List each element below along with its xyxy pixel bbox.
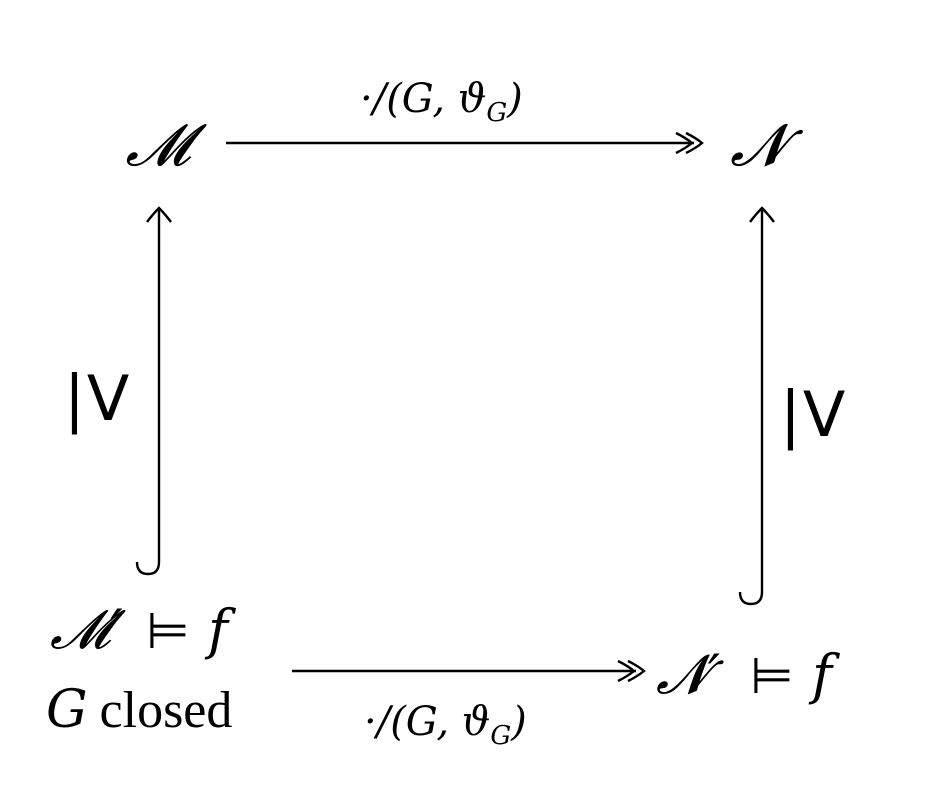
node-top-right: 𝓝 bbox=[730, 111, 803, 179]
node-bottom-left-structure: 𝓜′ bbox=[50, 598, 126, 661]
arrow-bottom bbox=[292, 659, 646, 683]
node-bottom-right-models: ⊨ bbox=[750, 647, 794, 705]
arrow-left bbox=[135, 206, 172, 576]
node-bottom-right-structure: 𝓝′ bbox=[656, 643, 724, 706]
arrow-bottom-label: ·/(G, ϑG) bbox=[364, 699, 527, 751]
node-bottom-left-note-text: closed bbox=[100, 682, 233, 739]
arrow-right-side-symbol: |V bbox=[780, 378, 845, 452]
node-bottom-right: 𝓝′ ⊨ f bbox=[656, 643, 840, 706]
node-bottom-left-note-var: G bbox=[46, 680, 88, 740]
node-bottom-left-formula: f bbox=[204, 598, 236, 661]
arrow-left-side-symbol: |V bbox=[64, 362, 129, 436]
node-top-left: 𝓜 bbox=[126, 111, 208, 179]
arrow-top bbox=[226, 131, 704, 155]
arrow-top-label: ·/(G, ϑG) bbox=[360, 76, 523, 128]
arrow-right bbox=[738, 206, 775, 606]
node-bottom-left-models: ⊨ bbox=[146, 602, 190, 660]
node-bottom-right-formula: f bbox=[808, 643, 840, 706]
